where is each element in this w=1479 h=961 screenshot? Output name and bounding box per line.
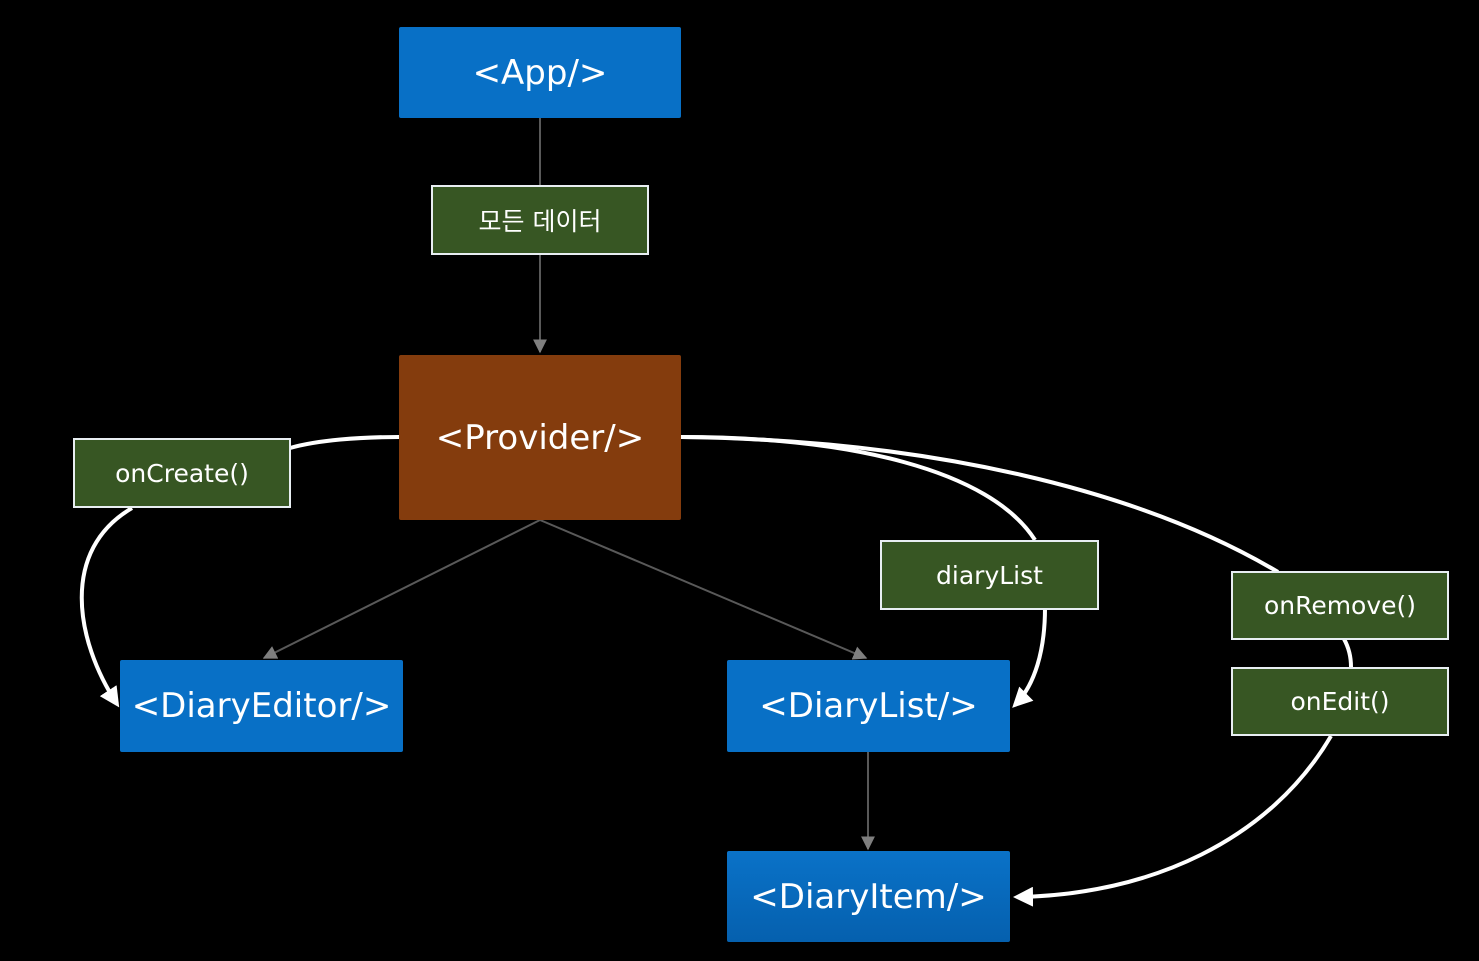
label-diary-list: diaryList <box>880 540 1099 610</box>
diary-item-component: <DiaryItem/> <box>727 851 1010 942</box>
curve-provider-to-diarylist-label <box>680 435 1037 542</box>
label-all-data: 모든 데이터 <box>431 185 649 255</box>
label-on-create: onCreate() <box>73 438 291 508</box>
curve-provider-to-oncreate <box>289 435 400 450</box>
diary-list-component: <DiaryList/> <box>727 660 1010 752</box>
curve-onremove-to-onedit <box>1342 638 1353 668</box>
label-on-remove: onRemove() <box>1231 571 1449 640</box>
edge-provider-to-diary-editor <box>262 519 541 659</box>
provider-component: <Provider/> <box>399 355 681 520</box>
curve-diarylist-label-to-diary-list <box>1012 607 1047 708</box>
curve-onedit-to-diary-item <box>1013 734 1333 907</box>
diary-editor-component: <DiaryEditor/> <box>120 660 403 752</box>
curve-oncreate-to-diary-editor <box>79 506 134 708</box>
curve-provider-to-onremove <box>680 435 1280 574</box>
label-on-edit: onEdit() <box>1231 667 1449 736</box>
app-component: <App/> <box>399 27 681 118</box>
edge-provider-to-diary-list <box>539 519 868 660</box>
